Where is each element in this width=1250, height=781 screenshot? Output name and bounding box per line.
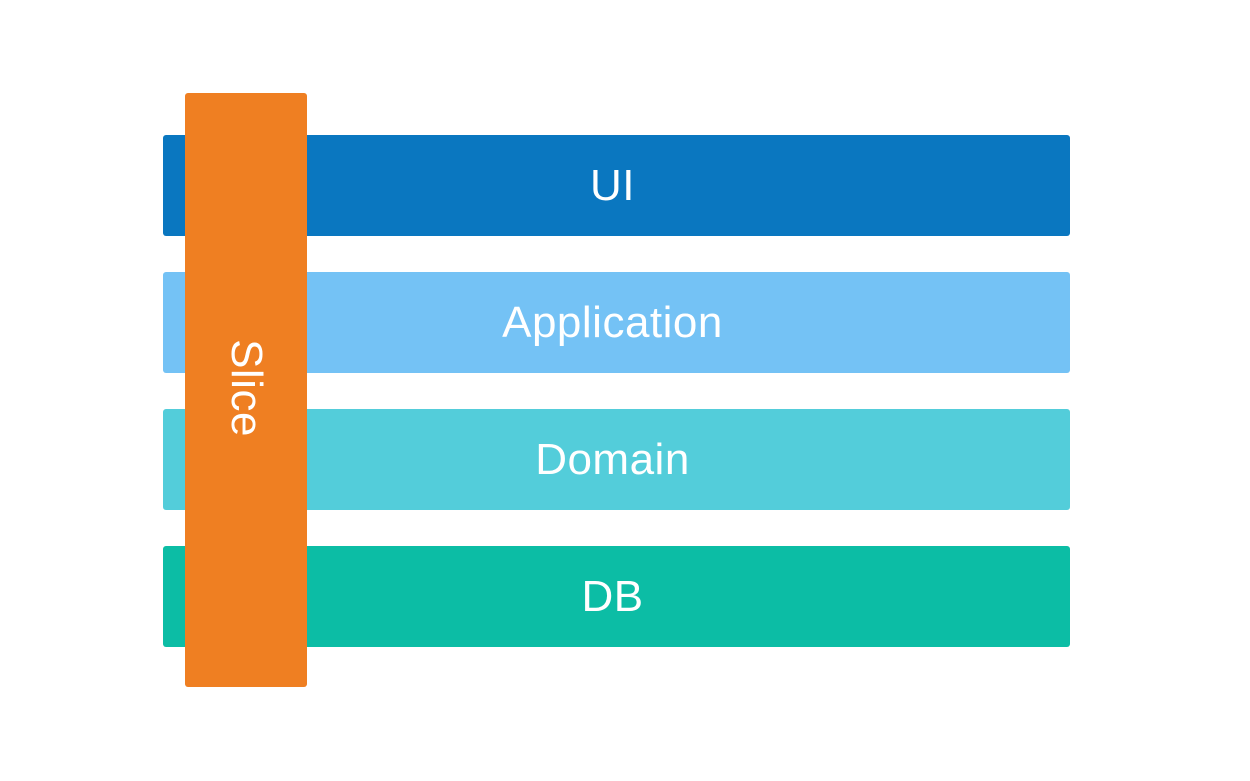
vertical-slice-bar[interactable]: Slice <box>185 93 307 687</box>
layer-bar-application[interactable]: Application <box>163 272 1070 373</box>
layer-bar-ui[interactable]: UI <box>163 135 1070 236</box>
vertical-slice-label: Slice <box>222 339 271 437</box>
layer-bar-db[interactable]: DB <box>163 546 1070 647</box>
layer-label-ui: UI <box>590 160 635 210</box>
layer-label-application: Application <box>502 297 723 347</box>
layer-label-db: DB <box>581 571 644 621</box>
layer-bar-domain[interactable]: Domain <box>163 409 1070 510</box>
layer-label-domain: Domain <box>535 434 690 484</box>
